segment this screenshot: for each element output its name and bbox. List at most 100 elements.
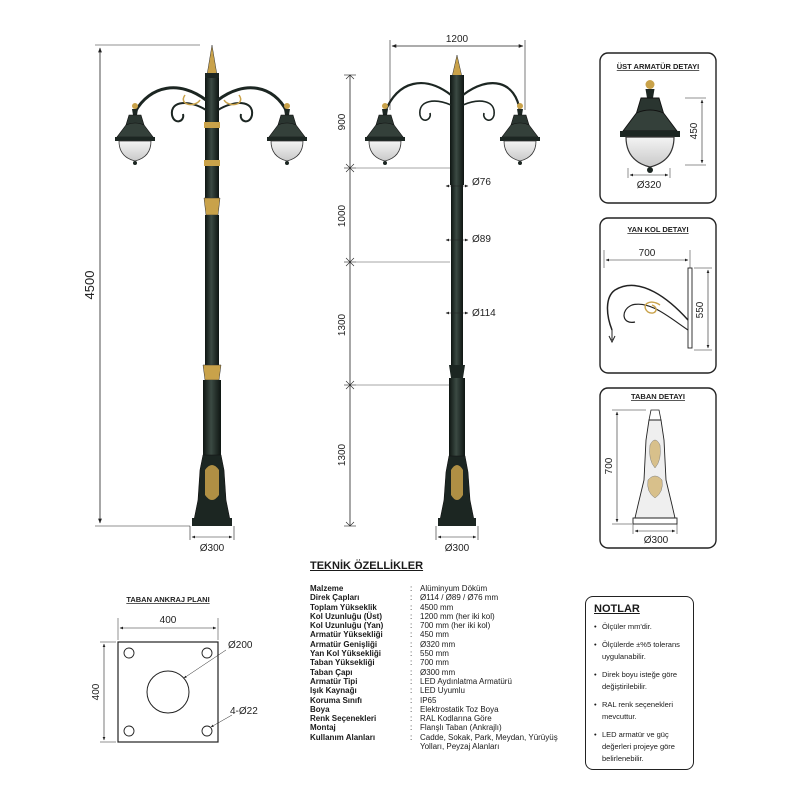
spec-key: Koruma Sınıfı [310,695,363,705]
mid-base-dia: Ø300 [445,543,470,554]
spec-row: Armatür Tipi: LED Aydınlatma Armatürü [310,677,580,686]
bullet-icon: • [594,700,597,709]
spec-value: 1200 mm (her iki kol) [420,611,495,621]
detail-base-height: 700 [604,457,615,474]
spec-value: 450 mm [420,630,449,640]
dim-segments: 900 1000 1300 1300 [337,74,450,527]
dia-mid-label: Ø89 [472,234,491,245]
spec-key: Kol Uzunluğu (Üst) [310,611,382,621]
spec-sep: : [410,602,413,612]
spec-row: Işık Kaynağı: LED Uyumlu [310,686,580,695]
detail-arm-title: YAN KOL DETAYI [627,225,688,234]
left-base-dia: Ø300 [200,543,225,554]
spec-row: Boya: Elektrostatik Toz Boya [310,705,580,714]
pole-rendered [114,44,308,526]
dim-arm-span: 1200 [389,34,526,110]
detail-base: TABAN DETAYI 700 Ø300 [599,387,717,549]
spec-key: Kol Uzunluğu (Yan) [310,621,384,631]
spec-value: Ø114 / Ø89 / Ø76 mm [420,593,499,603]
spec-key: Armatür Tipi [310,676,358,686]
spec-key: Malzeme [310,584,344,593]
spec-sep: : [410,621,413,631]
spec-value: LED Aydınlatma Armatürü [420,676,512,686]
spec-key: Direk Çapları [310,593,360,603]
spec-key: Kullanım Alanları [310,732,376,742]
spec-value: IP65 [420,695,437,705]
spec-key: Armatür Yüksekliği [310,630,383,640]
center-hole-label: Ø200 [228,640,253,651]
bolt-holes-label: 4-Ø22 [230,706,258,717]
note-text: Direk boyu isteğe göre değiştirilebilir. [602,670,678,691]
spec-key: Montaj [310,723,336,733]
bullet-icon: • [594,622,597,631]
note-item: •Ölçülerde ±%5 tolerans uygulanabilir. [594,639,687,663]
detail-arm-height: 550 [695,301,706,318]
spec-key: Işık Kaynağı [310,686,357,696]
spec-value: Flanşlı Taban (Ankrajlı) [420,723,502,733]
spec-sep: : [410,584,413,593]
anchor-plan: TABAN ANKRAJ PLANI 400 400 Ø200 4-Ø22 [91,595,258,743]
spec-row: Montaj: Flanşlı Taban (Ankrajlı) [310,723,580,732]
total-height-label: 4500 [82,271,97,300]
spec-value: RAL Kodlarına Göre [420,714,492,724]
pole-elevation [364,54,541,526]
spec-value: Elektrostatik Toz Boya [420,704,499,714]
spec-sep: : [410,723,413,733]
dia-top-label: Ø76 [472,177,491,188]
spec-value: 4500 mm [420,602,454,612]
note-item: • LED armatür ve güç değerleri projeye gö… [594,729,687,765]
spec-sep: : [410,649,413,659]
detail-top-height: 450 [689,122,700,139]
segment-top-label: 900 [337,113,348,130]
spec-row: Koruma Sınıfı: IP65 [310,696,580,705]
spec-key: Taban Yüksekliği [310,658,375,668]
spec-row: Malzeme: Alüminyum Döküm [310,584,580,593]
spec-sep: : [410,639,413,649]
spec-key: Armatür Genişliği [310,639,378,649]
bullet-icon: • [594,730,597,739]
spec-key: Taban Çapı [310,667,353,677]
spec-sep: : [410,611,413,621]
spec-row: Kullanım Alanları: Cadde, Sokak, Park, Me… [310,733,580,752]
dia-low-label: Ø114 [472,308,496,319]
spec-key: Renk Seçenekleri [310,714,377,724]
spec-row: Kol Uzunluğu (Yan):700 mm (her iki kol) [310,621,580,630]
segment-3-label: 1300 [337,313,348,336]
spec-sep: : [410,630,413,640]
dim-mid-base: Ø300 [435,526,479,554]
spec-key: Toplam Yükseklik [310,602,377,612]
detail-top-title: ÜST ARMATÜR DETAYI [617,62,700,71]
spec-sep: : [410,676,413,686]
spec-table: TEKNİK ÖZELLİKLER Malzeme: Alüminyum Dökü… [310,560,580,751]
detail-arm-width: 700 [639,248,656,259]
spec-sep: : [410,704,413,714]
segment-2-label: 1000 [337,204,348,227]
detail-top-width: Ø320 [637,180,662,191]
note-item: •Ölçüler mm'dir. [594,621,687,633]
spec-value: Alüminyum Döküm [420,584,488,593]
spec-sep: : [410,667,413,677]
note-item: •Direk boyu isteğe göre değiştirilebilir… [594,669,687,693]
spec-sep: : [410,732,413,742]
spec-row: Yan Kol Yüksekliği:550 mm [310,649,580,658]
spec-row: Armatür Yüksekliği:450 mm [310,630,580,639]
spec-sep: : [410,695,413,705]
spec-sep: : [410,686,413,696]
spec-key: Boya [310,704,330,714]
spec-value: Ø300 mm [420,667,456,677]
spec-sep: : [410,658,413,668]
spec-title: TEKNİK ÖZELLİKLER [310,560,424,572]
detail-top-luminaire: ÜST ARMATÜR DETAYI 450 Ø320 [599,52,717,204]
arm-span-label: 1200 [446,34,469,45]
anchor-width-label: 400 [160,615,177,626]
spec-value: LED Uyumlu [420,686,465,696]
anchor-height-label: 400 [91,683,102,700]
note-text: LED armatür ve güç değerleri projeye gör… [602,730,675,763]
spec-value: Cadde, Sokak, Park, Meydan, Yürüyüş Yoll… [420,732,558,752]
notes-box: NOTLAR •Ölçüler mm'dir. •Ölçülerde ±%5 to… [585,596,694,770]
spec-row: Toplam Yükseklik:4500 mm [310,603,580,612]
notes-title: NOTLAR [594,603,640,615]
